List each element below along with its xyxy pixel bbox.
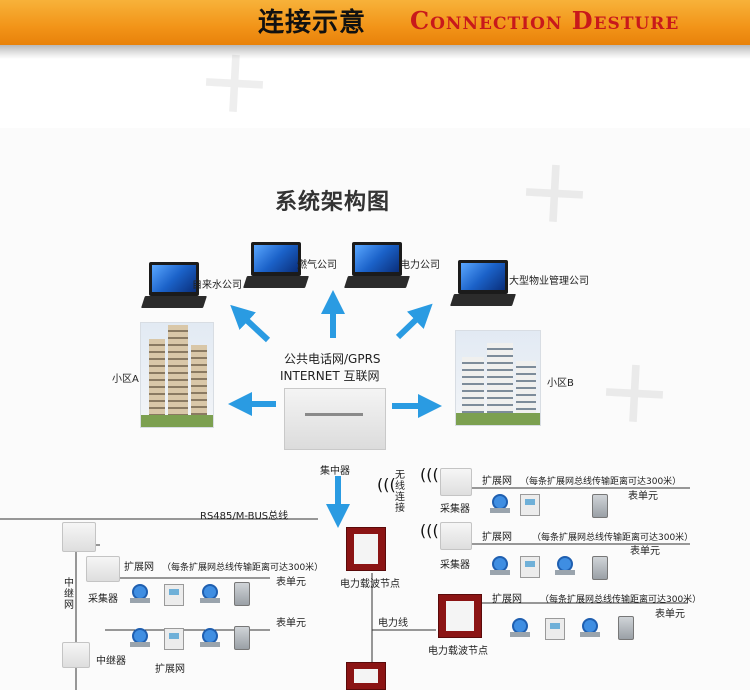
laptop-icon xyxy=(450,260,516,308)
header-title-cn: 连接示意 xyxy=(258,8,367,38)
wireless-label: 无线连接 xyxy=(395,470,405,514)
collector-label: 采集器 xyxy=(88,594,118,605)
water-meter-icon xyxy=(580,618,600,640)
plc-node-label: 电力载波节点 xyxy=(340,579,400,590)
diagram-title: 系统架构图 xyxy=(275,190,391,215)
laptop-icon xyxy=(344,242,410,290)
company-label-power: 电力公司 xyxy=(400,260,440,271)
water-meter-icon xyxy=(490,494,510,516)
collector-device xyxy=(86,556,120,582)
electric-meter-icon xyxy=(545,618,565,640)
concentrator-device xyxy=(284,388,386,450)
laptop-icon xyxy=(141,262,207,310)
power-line-label: 电力线 xyxy=(378,618,408,629)
gas-meter-icon xyxy=(234,626,250,650)
ext-net-label: 扩展网 xyxy=(155,664,185,675)
electric-meter-icon xyxy=(164,584,184,606)
wireless-icon: ((( xyxy=(420,521,439,540)
collector-label: 采集器 xyxy=(440,504,470,515)
ext-note-label: （每条扩展网总线传输距离可达300米） xyxy=(532,533,694,543)
plc-node-label: 电力载波节点 xyxy=(428,646,488,657)
gas-meter-icon xyxy=(234,582,250,606)
district-label-b: 小区B xyxy=(547,378,574,389)
arrow-up-left xyxy=(230,304,271,343)
collector-device xyxy=(440,468,472,496)
gas-meter-icon xyxy=(592,494,608,518)
water-meter-icon xyxy=(555,494,575,516)
meter-unit-label: 表单元 xyxy=(628,491,658,502)
district-label-a: 小区A xyxy=(112,374,139,385)
water-meter-icon xyxy=(490,556,510,578)
laptop-icon xyxy=(243,242,309,290)
rs485-label: RS485/M-BUS总线 xyxy=(200,511,289,522)
plc-node-device xyxy=(346,662,386,690)
water-meter-icon xyxy=(130,628,150,650)
water-meter-icon xyxy=(510,618,530,640)
relay-label: 中继器 xyxy=(96,656,126,667)
meter-unit-label: 表单元 xyxy=(655,609,685,620)
arrow-up-right xyxy=(395,303,433,340)
plc-node-device xyxy=(438,594,482,638)
company-label-gas: 燃气公司 xyxy=(297,260,337,271)
company-label-water: 自来水公司 xyxy=(192,280,242,291)
ext-net-label: 扩展网 xyxy=(482,532,512,543)
relay-net-label: 中继网 xyxy=(64,578,74,611)
relay-device xyxy=(62,522,96,552)
gas-meter-icon xyxy=(618,616,634,640)
ext-note-label: （每条扩展网总线传输距离可达300米） xyxy=(162,563,324,573)
header-title-en: Connection Desture xyxy=(410,6,680,35)
company-label-property: 大型物业管理公司 xyxy=(509,276,589,287)
network-label-phone: 公共电话网/GPRS xyxy=(284,352,381,366)
ext-net-label: 扩展网 xyxy=(492,594,522,605)
collector-label: 采集器 xyxy=(440,560,470,571)
header-bar: 连接示意 Connection Desture xyxy=(0,0,750,45)
water-meter-icon xyxy=(200,584,220,606)
collector-device xyxy=(440,522,472,550)
meter-unit-label: 表单元 xyxy=(630,546,660,557)
wireless-icon: ((( xyxy=(377,475,396,494)
ext-net-label: 扩展网 xyxy=(124,562,154,573)
ext-note-label: （每条扩展网总线传输距离可达300米） xyxy=(520,477,682,487)
meter-unit-label: 表单元 xyxy=(276,618,306,629)
header-shadow xyxy=(0,45,750,59)
plc-node-device xyxy=(346,527,386,571)
electric-meter-icon xyxy=(520,556,540,578)
water-meter-icon xyxy=(130,584,150,606)
meter-unit-label: 表单元 xyxy=(276,577,306,588)
building-image-b xyxy=(455,330,541,426)
concentrator-label: 集中器 xyxy=(320,466,350,477)
ext-note-label: （每条扩展网总线传输距离可达300米） xyxy=(540,595,702,605)
relay-device xyxy=(62,642,90,668)
wireless-icon: ((( xyxy=(420,465,439,484)
electric-meter-icon xyxy=(520,494,540,516)
building-image-a xyxy=(140,322,214,428)
water-meter-icon xyxy=(200,628,220,650)
network-label-internet: INTERNET 互联网 xyxy=(280,369,380,383)
gas-meter-icon xyxy=(592,556,608,580)
water-meter-icon xyxy=(555,556,575,578)
electric-meter-icon xyxy=(164,628,184,650)
ext-net-label: 扩展网 xyxy=(482,476,512,487)
